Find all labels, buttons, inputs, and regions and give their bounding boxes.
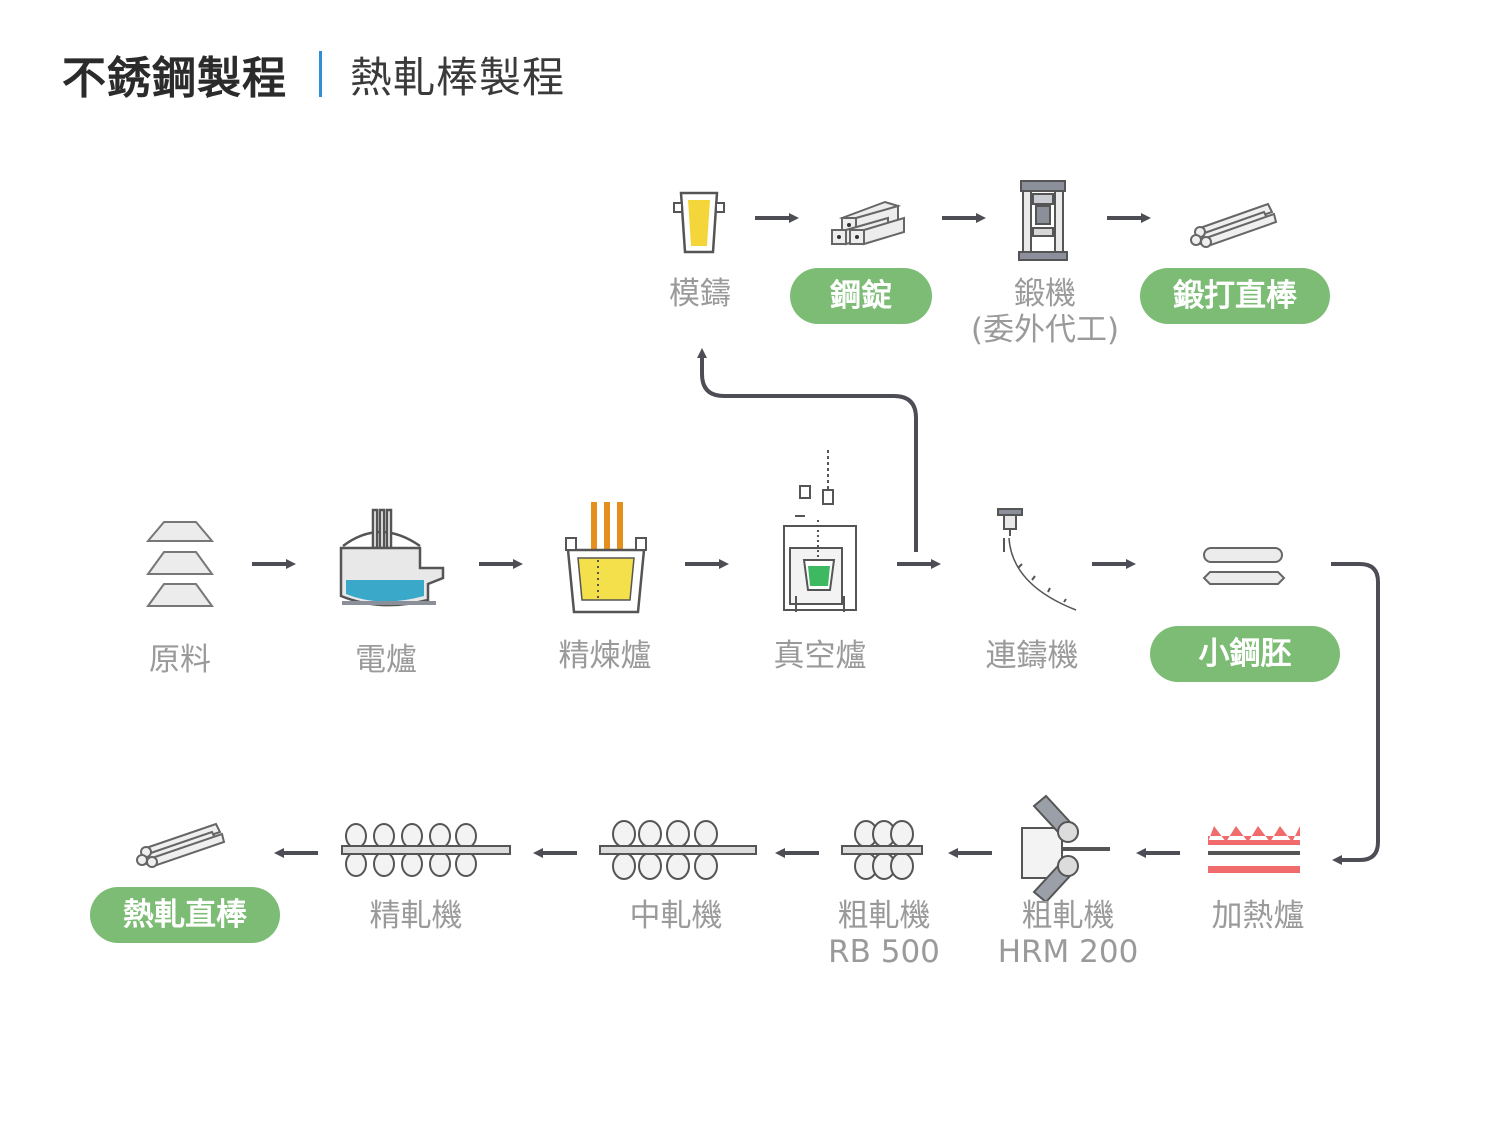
badge-steel-ingot: 鋼錠 — [790, 268, 932, 324]
refining-furnace-icon — [565, 502, 647, 614]
intermediate-mill-icon — [599, 820, 757, 880]
badge-billet: 小鋼胚 — [1150, 626, 1340, 682]
raw-material-icon — [145, 521, 215, 607]
label-intermediate-mill: 中軋機 — [629, 898, 723, 934]
title-separator — [319, 51, 322, 97]
label-forging-machine: 鍛機 (委外代工) — [960, 276, 1130, 348]
hot-rolled-bar-bundle-icon — [136, 822, 226, 868]
label-roughing-mill-rb: 粗軋機 RB 500 — [814, 898, 954, 970]
label-vacuum-furnace: 真空爐 — [773, 638, 867, 674]
label-ingot-casting: 模鑄 — [669, 276, 731, 312]
label-forging-machine-line1: 鍛機 — [1014, 276, 1076, 312]
label-roughing-mill-rb-line1: 粗軋機 — [837, 898, 931, 934]
label-raw-material: 原料 — [149, 642, 211, 678]
badge-forged-bar: 鍛打直棒 — [1140, 268, 1330, 324]
continuous-caster-icon — [997, 508, 1077, 611]
page-subtitle: 熱軋棒製程 — [350, 52, 566, 102]
page-title: 不銹鋼製程 — [62, 53, 287, 104]
label-roughing-mill-hrm-line2: HRM 200 — [997, 934, 1139, 970]
label-electric-furnace: 電爐 — [355, 642, 417, 678]
ingot-mold-icon — [673, 191, 725, 254]
flow-arrows — [252, 213, 1380, 865]
label-refining-furnace: 精煉爐 — [558, 638, 652, 674]
vacuum-furnace-icon — [783, 450, 857, 612]
label-roughing-mill-hrm: 粗軋機 HRM 200 — [988, 898, 1148, 970]
label-finishing-mill: 精軋機 — [369, 898, 463, 934]
page-header: 不銹鋼製程 熱軋棒製程 — [62, 42, 565, 106]
steel-ingot-icon — [831, 200, 905, 246]
reheating-furnace-icon — [1208, 826, 1300, 873]
billet-icon — [1202, 547, 1286, 585]
forging-press-icon — [1018, 180, 1068, 261]
finishing-mill-icon — [341, 823, 511, 877]
label-forging-machine-line2: (委外代工) — [970, 312, 1120, 348]
forged-bar-bundle-icon — [1190, 202, 1278, 248]
arrow-billet-to-reheating — [1331, 562, 1380, 865]
roughing-mill-rb-icon — [841, 820, 923, 880]
roughing-mill-hrm-icon — [1021, 794, 1110, 904]
label-roughing-mill-hrm-line1: 粗軋機 — [1021, 898, 1115, 934]
label-reheating-furnace: 加熱爐 — [1211, 898, 1305, 934]
arrow-vacuum-to-ingot-casting — [697, 348, 918, 552]
label-roughing-mill-rb-line2: RB 500 — [828, 934, 940, 970]
electric-furnace-icon — [339, 508, 445, 607]
label-continuous-caster: 連鑄機 — [985, 638, 1079, 674]
badge-hot-rolled-bar: 熱軋直棒 — [90, 887, 280, 943]
